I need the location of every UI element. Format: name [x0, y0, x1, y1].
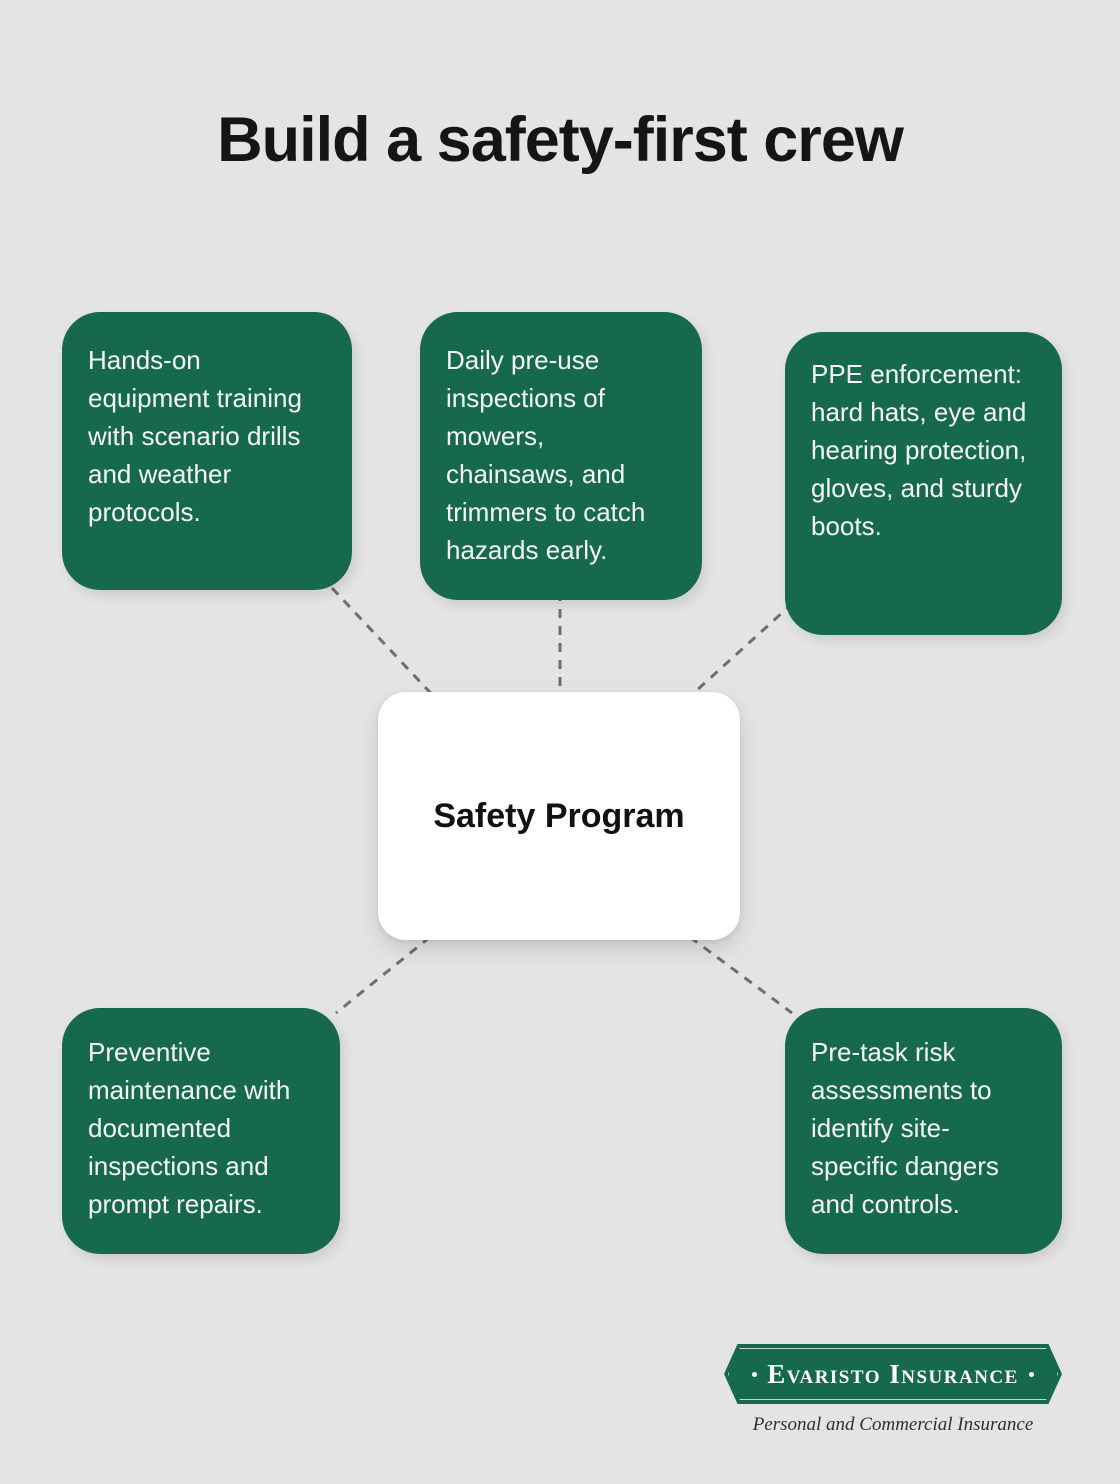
- logo-dot-left-icon: [752, 1371, 758, 1377]
- node-top-right-text: PPE enforcement: hard hats, eye and hear…: [811, 359, 1027, 541]
- center-node: Safety Program: [378, 692, 740, 940]
- logo-name: Evaristo Insurance: [767, 1358, 1019, 1389]
- node-top-right: PPE enforcement: hard hats, eye and hear…: [785, 332, 1062, 635]
- connector-top-right: [684, 601, 795, 702]
- node-bottom-left-text: Preventive maintenance with documented i…: [88, 1037, 291, 1219]
- logo-dot-right-icon: [1028, 1371, 1034, 1377]
- logo: Evaristo Insurance Personal and Commerci…: [724, 1344, 1062, 1436]
- center-node-label: Safety Program: [433, 796, 685, 835]
- node-bottom-right: Pre-task risk assessments to identify si…: [785, 1008, 1062, 1254]
- node-top-center: Daily pre-use inspections of mowers, cha…: [420, 312, 702, 600]
- connector-top-left: [330, 586, 442, 705]
- node-bottom-left: Preventive maintenance with documented i…: [62, 1008, 340, 1254]
- node-bottom-right-text: Pre-task risk assessments to identify si…: [811, 1037, 999, 1219]
- logo-badge: Evaristo Insurance: [724, 1344, 1062, 1404]
- logo-tagline: Personal and Commercial Insurance: [752, 1414, 1034, 1435]
- page-title: Build a safety-first crew: [217, 105, 904, 175]
- node-top-left: Hands-on equipment training with scenari…: [62, 312, 352, 590]
- connector-bottom-right: [689, 935, 793, 1015]
- connector-bottom-left: [335, 935, 431, 1015]
- node-top-center-text: Daily pre-use inspections of mowers, cha…: [446, 345, 646, 565]
- node-top-left-text: Hands-on equipment training with scenari…: [88, 345, 302, 527]
